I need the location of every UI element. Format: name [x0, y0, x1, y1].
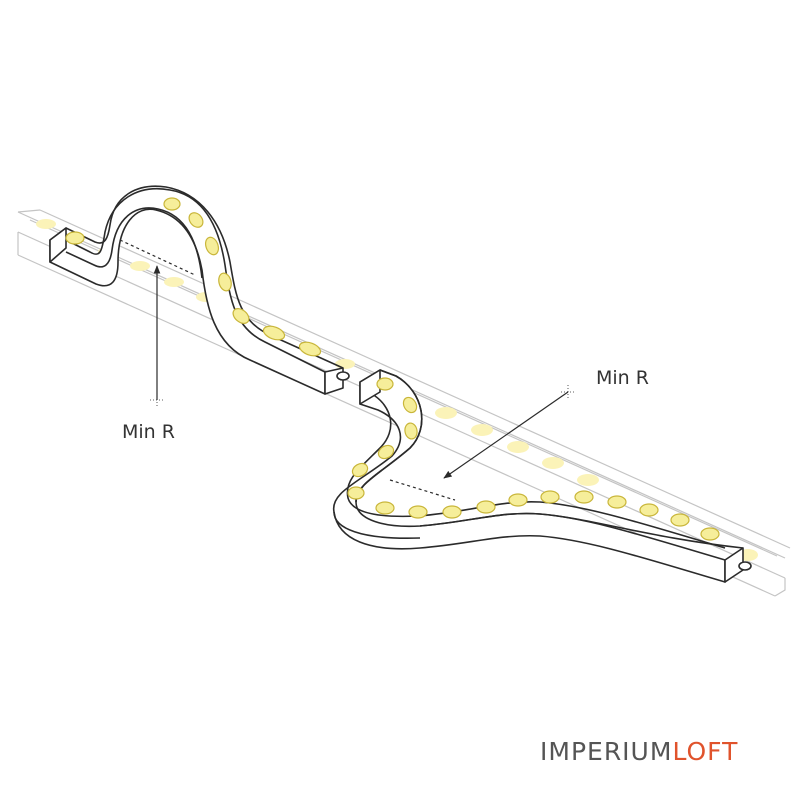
- strip-segment-right: [332, 369, 752, 583]
- strip-left-inner-edge: [65, 207, 203, 279]
- strip-left-end-cap-left: [49, 227, 67, 263]
- strip-segment-left: [49, 185, 350, 395]
- min-r-label-left: Min R: [122, 421, 175, 443]
- brand-part-loft: LOFT: [672, 737, 738, 766]
- end-plug-left: [336, 371, 350, 381]
- min-radius-left-indicator: [119, 239, 196, 407]
- end-plug-right: [738, 561, 752, 571]
- strip-right-start-cap: [359, 369, 381, 405]
- brand-watermark: IMPERIUMLOFT: [540, 737, 738, 766]
- min-r-label-right: Min R: [596, 367, 649, 389]
- brand-part-imperium: IMPERIUM: [540, 737, 672, 766]
- led-row-left: [65, 197, 322, 357]
- strip-left-top-edge: [49, 185, 344, 369]
- strip-right-lower-edge: [333, 511, 421, 540]
- led-row-right: [347, 377, 720, 541]
- strip-right-body: [332, 369, 726, 583]
- min-radius-right-indicator: [389, 385, 575, 501]
- strip-right-inner-edge: [346, 393, 726, 549]
